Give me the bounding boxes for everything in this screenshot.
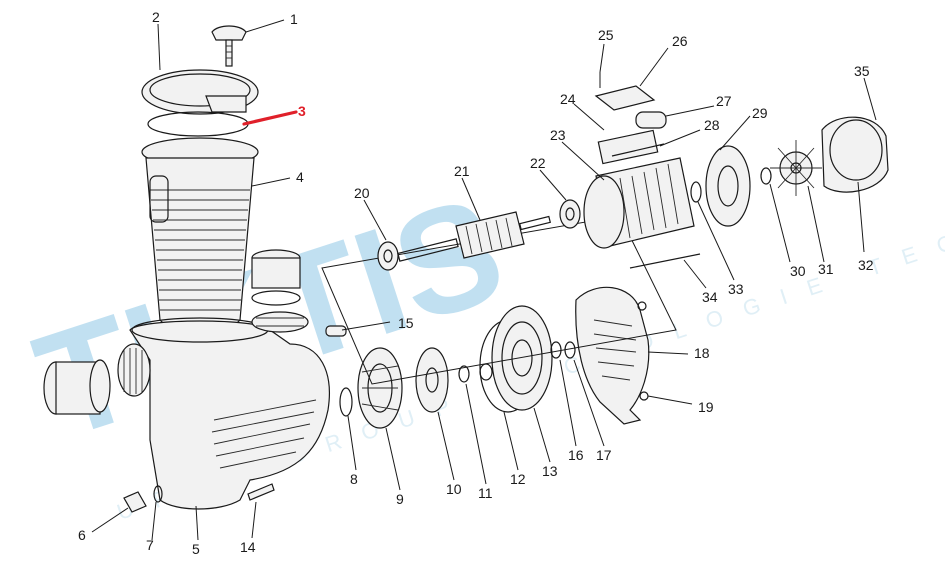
part-30-ring xyxy=(760,167,772,185)
part-2-lid-ring xyxy=(141,69,259,115)
part-4-basket xyxy=(141,137,259,332)
callout-3[interactable]: 3 xyxy=(298,103,306,119)
callout-33[interactable]: 33 xyxy=(728,281,744,297)
part-18-bracket xyxy=(575,286,650,425)
callout-30[interactable]: 30 xyxy=(790,263,806,279)
callout-18[interactable]: 18 xyxy=(694,345,710,361)
callout-7[interactable]: 7 xyxy=(146,537,154,553)
callout-17[interactable]: 17 xyxy=(596,447,612,463)
callout-23[interactable]: 23 xyxy=(550,127,566,143)
callout-25[interactable]: 25 xyxy=(598,27,614,43)
part-28-gasket xyxy=(611,143,665,157)
callout-9[interactable]: 9 xyxy=(396,491,404,507)
callout-12[interactable]: 12 xyxy=(510,471,526,487)
part-1-knob xyxy=(211,25,247,67)
callout-10[interactable]: 10 xyxy=(446,481,462,497)
inlet-union xyxy=(43,343,151,415)
callout-21[interactable]: 21 xyxy=(454,163,470,179)
part-11-seal-b xyxy=(479,363,493,381)
part-20-bearing xyxy=(377,241,399,271)
callout-14[interactable]: 14 xyxy=(240,539,256,555)
part-9-diffuser xyxy=(357,347,403,429)
callout-35[interactable]: 35 xyxy=(854,63,870,79)
callout-8[interactable]: 8 xyxy=(350,471,358,487)
callout-labels: 1 2 3 4 5 6 7 8 9 10 11 12 13 14 15 16 1… xyxy=(78,9,874,557)
callout-31[interactable]: 31 xyxy=(818,261,834,277)
hydraulic-assembly xyxy=(339,286,650,429)
part-22-bearing xyxy=(559,199,581,229)
part-21-rotor xyxy=(397,211,552,262)
part-8-oring xyxy=(339,387,353,417)
part-15-pin xyxy=(325,325,347,337)
callout-2[interactable]: 2 xyxy=(152,9,160,25)
callout-32[interactable]: 32 xyxy=(858,257,874,273)
callout-24[interactable]: 24 xyxy=(560,91,576,107)
callout-4[interactable]: 4 xyxy=(296,169,304,185)
part-26-cover xyxy=(594,85,656,111)
callout-13[interactable]: 13 xyxy=(542,463,558,479)
part-3-oring xyxy=(147,111,249,137)
callout-15[interactable]: 15 xyxy=(398,315,414,331)
callout-11[interactable]: 11 xyxy=(478,485,493,501)
callout-27[interactable]: 27 xyxy=(716,93,732,109)
part-27-capacitor xyxy=(635,111,667,129)
part-29-end-shield xyxy=(705,145,751,227)
part-32-fan-cover xyxy=(821,116,889,193)
strainer-assembly xyxy=(43,25,347,513)
callout-28[interactable]: 28 xyxy=(704,117,720,133)
part-5-pump-body xyxy=(129,317,330,510)
part-13-seal-plate xyxy=(491,305,553,411)
part-14-screw xyxy=(247,483,275,501)
callout-34[interactable]: 34 xyxy=(702,289,718,305)
part-16-ring xyxy=(550,341,562,359)
leader-lines xyxy=(91,19,877,541)
callout-22[interactable]: 22 xyxy=(530,155,546,171)
part-7-oring xyxy=(153,485,163,503)
outlet-union xyxy=(251,249,309,333)
callout-26[interactable]: 26 xyxy=(672,33,688,49)
part-34-tie-rod xyxy=(629,253,701,269)
callout-1[interactable]: 1 xyxy=(290,11,298,27)
motor-assembly xyxy=(321,72,889,385)
part-19-nut xyxy=(639,391,649,401)
callout-19[interactable]: 19 xyxy=(698,399,714,415)
callout-16[interactable]: 16 xyxy=(568,447,584,463)
callout-20[interactable]: 20 xyxy=(354,185,370,201)
callout-6[interactable]: 6 xyxy=(78,527,86,543)
callout-29[interactable]: 29 xyxy=(752,105,768,121)
part-19-nut-b xyxy=(637,301,647,311)
part-31-fan xyxy=(770,140,822,196)
part-10-impeller xyxy=(415,347,449,413)
callout-5[interactable]: 5 xyxy=(192,541,200,557)
part-6-drain-plug xyxy=(123,491,147,513)
part-11-seal xyxy=(458,365,470,383)
part-23-motor-housing xyxy=(583,157,695,249)
leader-3-highlight xyxy=(242,110,298,126)
part-33-ring xyxy=(690,181,702,203)
